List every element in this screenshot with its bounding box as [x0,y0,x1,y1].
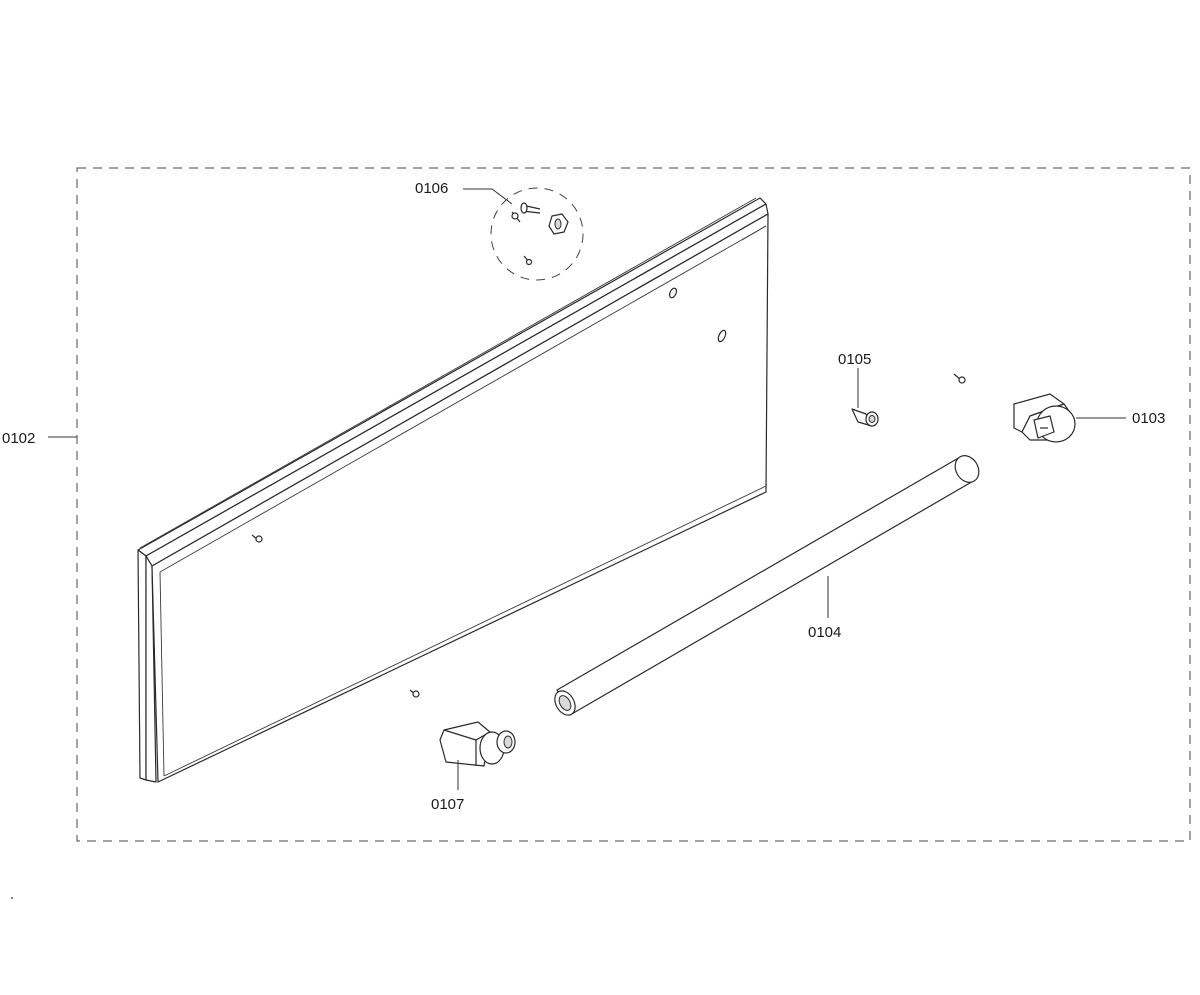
screw-icon [409,689,420,698]
handle-end-cap-0103[interactable] [1013,393,1076,443]
screw-icon [251,534,263,543]
speck [11,897,13,899]
callout-0104[interactable]: 0104 [808,576,841,641]
callout-0106[interactable]: 0106 [415,180,513,205]
callout-0105[interactable]: 0105 [838,351,871,408]
bushing-0105[interactable] [851,408,879,427]
callout-0103[interactable]: 0103 [1076,410,1165,427]
label-0103: 0103 [1132,410,1165,427]
screw-icon [953,373,966,384]
handle-end-cap-0107[interactable] [439,721,516,767]
callout-0107[interactable]: 0107 [431,760,464,813]
label-0105: 0105 [838,351,871,368]
label-0106: 0106 [415,180,448,197]
label-0104: 0104 [808,624,841,641]
label-0107: 0107 [431,796,464,813]
handle-bar-0104[interactable] [551,451,984,718]
hardware-kit-0106[interactable] [490,187,584,281]
assembly-boundary [76,167,1191,842]
label-0102: 0102 [2,430,35,447]
callout-0102[interactable]: 0102 [2,430,77,447]
door-panel[interactable] [137,197,769,783]
